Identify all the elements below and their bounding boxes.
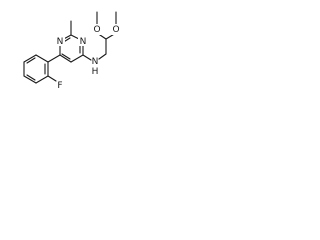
atom-f-label: F — [57, 81, 62, 91]
atom-amine: N H — [92, 57, 99, 77]
bond-c6-c5-double — [61, 53, 71, 60]
atom-o2-label: O — [112, 25, 119, 35]
bond-a2-a3 — [35, 75, 49, 84]
atom-n3-label: N — [80, 37, 87, 47]
atom-amine-n-label: N — [92, 57, 99, 67]
bond-c4-nh — [82, 54, 92, 61]
atom-o1: O — [92, 24, 102, 35]
atom-o1-label: O — [93, 25, 100, 35]
molecule-structure: N N N H O O F — [23, 11, 121, 91]
bond-c6-aryl — [47, 54, 61, 63]
atom-n1-label: N — [57, 37, 64, 47]
bond-nh-ch2 — [98, 53, 107, 60]
bond-a5-a6 — [23, 54, 37, 63]
atom-n3: N — [78, 35, 88, 47]
fluorophenyl-ring — [23, 54, 49, 84]
atom-amine-h-label: H — [92, 67, 99, 77]
atom-o2: O — [111, 24, 121, 35]
atom-f: F — [57, 81, 62, 91]
atom-n1: N — [55, 35, 65, 47]
molecule-figure: N N N H O O F — [0, 0, 144, 98]
bond-a3-a4 — [23, 75, 37, 84]
bond-aryl-f — [47, 75, 57, 82]
bond-c6-c5 — [59, 54, 72, 63]
bond-c5-c4 — [70, 54, 84, 63]
bond-a5-a6-double — [26, 57, 36, 64]
bond-a6-a1 — [35, 54, 49, 63]
bond-a3-a4-double — [26, 74, 36, 81]
